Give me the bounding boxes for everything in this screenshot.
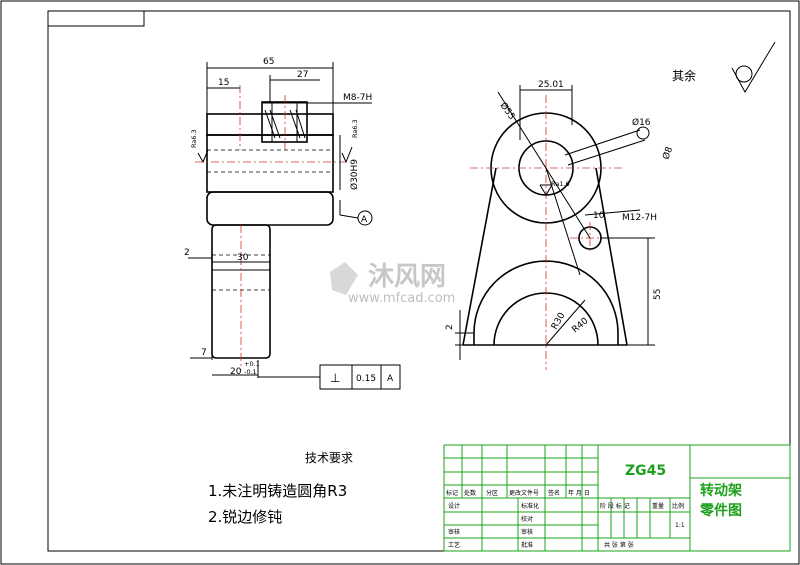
tb-review: 审核 — [448, 528, 460, 536]
rough-right: Ra6.3 — [351, 119, 359, 138]
tol-symbol: ⊥ — [330, 371, 340, 385]
left-view — [188, 62, 373, 378]
dim-55: 55 — [653, 289, 663, 300]
tb-sheet: 共 张 第 张 — [604, 541, 634, 549]
dim-7: 7 — [201, 348, 207, 358]
title-block-grid — [443, 444, 791, 552]
datum-a: A — [361, 215, 368, 225]
dim-27: 27 — [297, 70, 308, 80]
dim-phi8: Ø8 — [660, 145, 675, 161]
dim-25: 25.01 — [538, 80, 564, 90]
note-item-2: 2.锐边修钝 — [208, 508, 282, 526]
tb-proof: 校对 — [521, 515, 533, 523]
dim-m12: M12-7H — [622, 213, 657, 223]
tb-scale: 比例 — [672, 502, 684, 510]
tolerance-frame — [319, 364, 401, 390]
tb-design: 设计 — [448, 502, 460, 510]
dim-2b: 2 — [445, 324, 455, 330]
note-item-1: 1.未注明铸造圆角R3 — [208, 482, 347, 500]
tb-scale-value: 1:1 — [675, 522, 685, 529]
tb-stage: 阶 段 标 记 — [600, 502, 630, 510]
dim-phi30: Ø30H9 — [349, 159, 360, 190]
tb-mark: 标记 — [446, 489, 458, 497]
tb-sign: 签名 — [548, 489, 560, 497]
dim-15: 15 — [218, 78, 229, 88]
drawing-frame — [47, 10, 791, 552]
dim-65: 65 — [263, 57, 274, 67]
dim-20-tol2: -0.1 — [244, 368, 257, 376]
tol-datum: A — [387, 374, 394, 384]
tb-check: 审核 — [521, 528, 533, 536]
part-name-1: 转动架 — [700, 482, 742, 499]
rough-left: Ra6.3 — [190, 129, 198, 148]
tb-std: 标准化 — [521, 502, 539, 510]
tb-process: 工艺 — [448, 541, 460, 549]
dim-phi16: Ø16 — [632, 117, 651, 128]
tol-value: 0.15 — [356, 374, 376, 384]
dim-r40: R40 — [571, 316, 591, 335]
tb-count: 处数 — [464, 489, 476, 497]
rough-center: Ra1.6 — [551, 180, 570, 188]
right-view — [455, 85, 655, 370]
dim-10: 10 — [593, 211, 605, 221]
dim-20-tol: +0.1 — [244, 360, 260, 368]
tb-date: 年 月 日 — [568, 489, 590, 497]
watermark-url: www.mfcad.com — [348, 291, 455, 306]
dim-30: 30 — [237, 253, 249, 263]
tb-weight: 重量 — [652, 502, 664, 510]
dim-r30: R30 — [550, 311, 568, 332]
watermark: 沐风网 www.mfcad.com — [330, 262, 455, 306]
dim-2: 2 — [184, 248, 190, 258]
surface-finish-symbol — [731, 41, 776, 94]
tb-approve: 批准 — [521, 541, 533, 549]
code-box — [47, 10, 145, 27]
notes-title: 技术要求 — [305, 451, 353, 465]
dim-m8: M8-7H — [343, 93, 372, 103]
part-name-2: 零件图 — [699, 502, 742, 519]
tb-change: 更改文件号 — [509, 489, 539, 497]
dim-20: 20 — [230, 367, 242, 377]
watermark-brand: 沐风网 — [368, 262, 446, 292]
tb-zone: 分区 — [486, 489, 498, 497]
material-label: ZG45 — [625, 463, 666, 479]
surface-note-label: 其余 — [672, 68, 696, 83]
